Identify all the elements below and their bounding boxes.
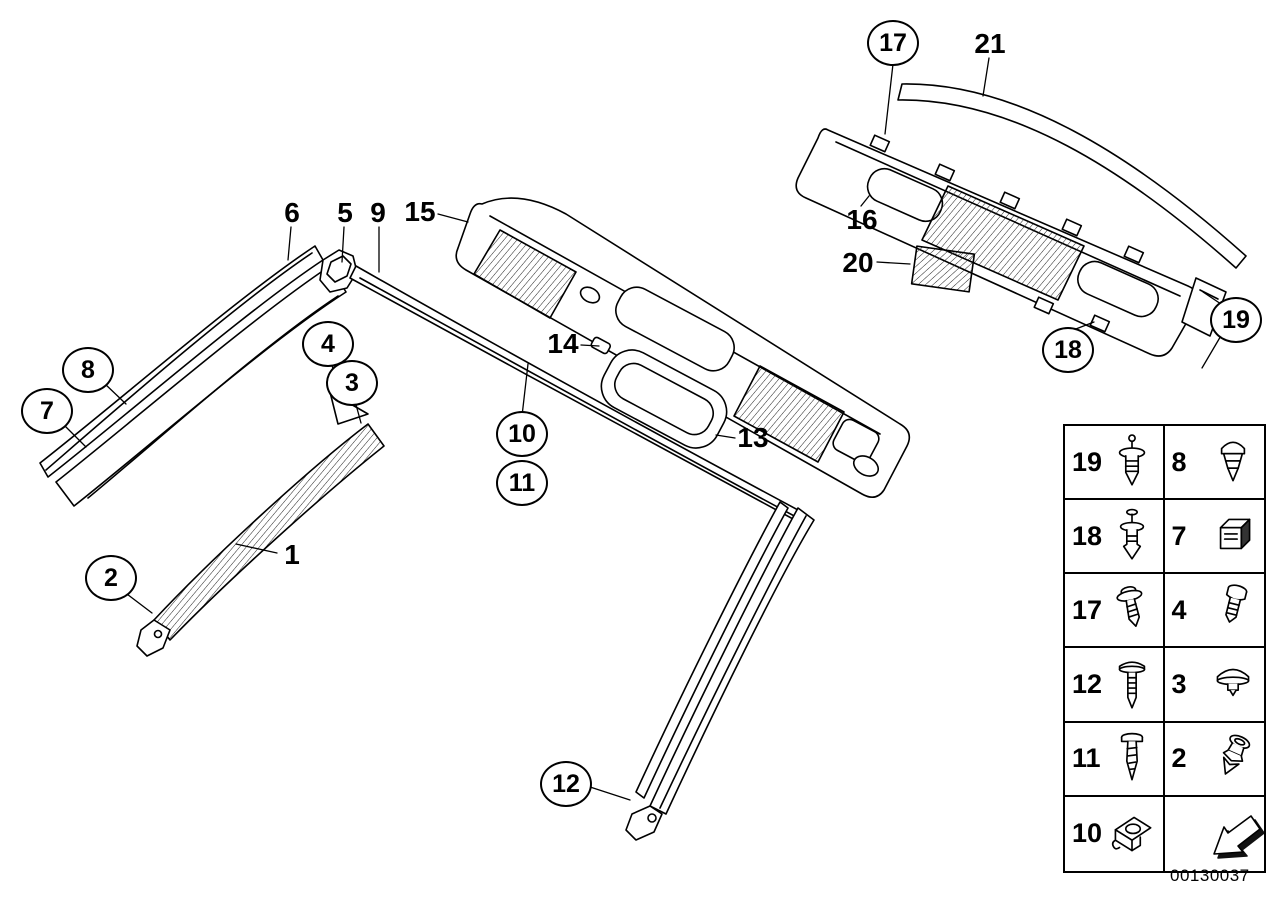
legend-number: 4 xyxy=(1171,594,1187,625)
grommet-icon xyxy=(1205,433,1262,491)
expanding-rivet-icon xyxy=(1205,730,1262,788)
rollover-bar-trim xyxy=(795,83,1247,357)
a-pillar-lower-trim xyxy=(136,391,385,657)
legend-number: 8 xyxy=(1171,446,1187,477)
side-frame-trim xyxy=(625,501,815,841)
legend-number: 2 xyxy=(1171,743,1187,774)
legend-number: 12 xyxy=(1072,669,1103,700)
legend-cell-4: 4 xyxy=(1164,574,1264,649)
washer-screw-icon xyxy=(1105,581,1160,639)
legend-cell-17: 17 xyxy=(1065,574,1165,649)
legend-grid: 19 8 18 7 17 4 12 3 11 2 10 xyxy=(1063,424,1266,873)
legend-cell-7: 7 xyxy=(1164,500,1264,575)
legend-cell-10: 10 xyxy=(1065,796,1165,871)
machine-screw-icon xyxy=(1205,581,1262,639)
legend-cell-12: 12 xyxy=(1065,648,1165,723)
legend-number: 11 xyxy=(1072,743,1101,774)
legend-number: 7 xyxy=(1171,520,1187,551)
windscreen-header-panel xyxy=(455,197,911,498)
legend-cell-11: 11 xyxy=(1065,722,1165,797)
lens-screw-icon xyxy=(1105,656,1160,714)
legend-number: 10 xyxy=(1072,818,1103,849)
legend-cell-arrow xyxy=(1165,797,1264,871)
doc-number: 00130037 xyxy=(1170,866,1250,885)
expansion-rivet-icon xyxy=(1105,507,1160,565)
tapping-screw-icon xyxy=(1105,730,1160,788)
legend-cell-2: 2 xyxy=(1164,723,1264,797)
direction-arrow-icon xyxy=(1205,806,1264,862)
legend-cell-19: 19 xyxy=(1065,426,1165,501)
legend-number: 3 xyxy=(1171,669,1187,700)
clamp-nut-icon xyxy=(1105,805,1160,863)
a-pillar-trim xyxy=(39,245,358,507)
legend-cell-18: 18 xyxy=(1065,500,1165,575)
push-nut-icon xyxy=(1205,656,1262,714)
legend-number: 17 xyxy=(1072,594,1103,625)
blind-rivet-icon xyxy=(1105,433,1160,491)
legend-cell-8: 8 xyxy=(1164,426,1264,501)
legend-cell-3: 3 xyxy=(1164,648,1264,723)
legend-number: 18 xyxy=(1072,520,1103,551)
legend-number: 19 xyxy=(1072,446,1103,477)
clamp-icon xyxy=(1205,507,1262,565)
